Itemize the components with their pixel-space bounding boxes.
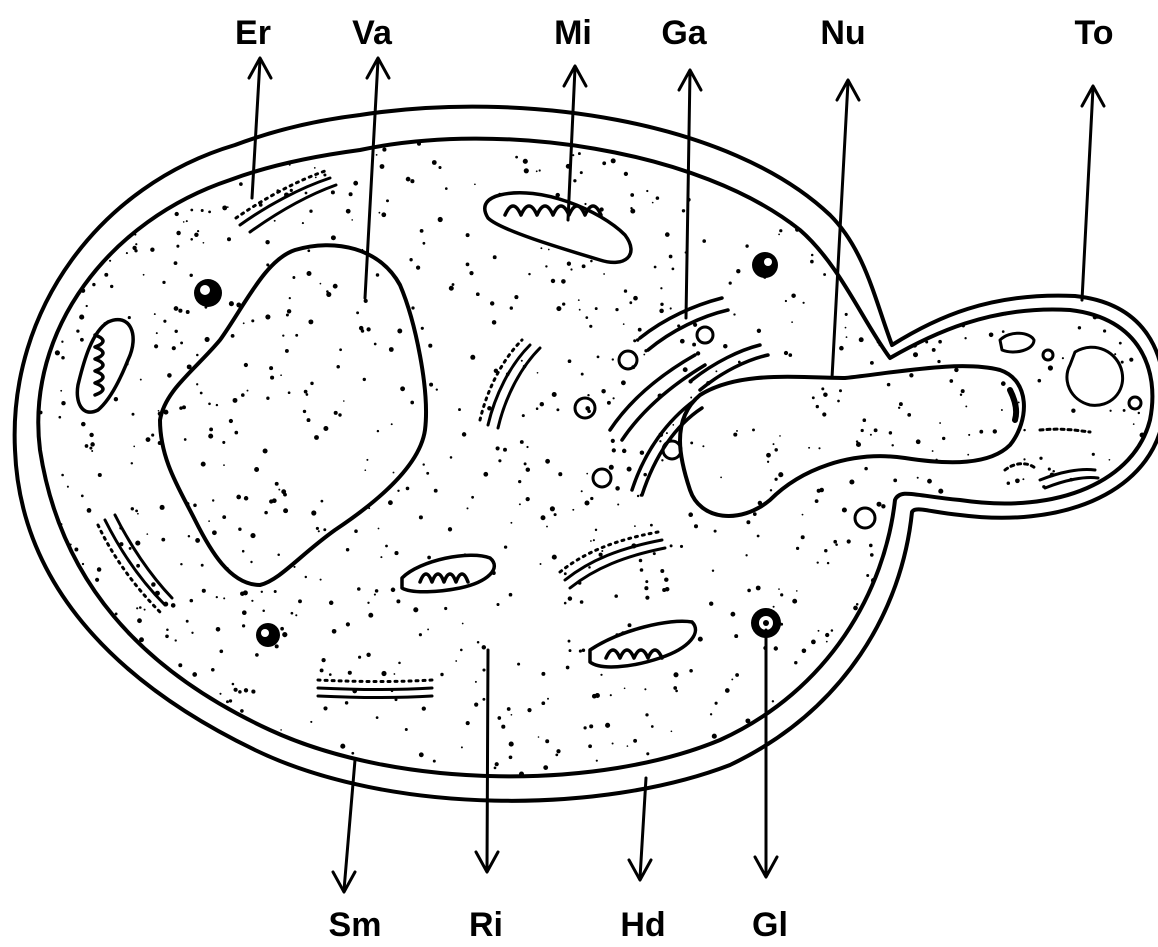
- lipid-granules: [194, 252, 778, 647]
- endoplasmic-reticulum: [318, 680, 432, 698]
- label-hd: Hd: [620, 906, 665, 944]
- endoplasmic-reticulum: [236, 170, 336, 232]
- label-ri: Ri: [469, 906, 503, 944]
- label-sm: Sm: [329, 906, 382, 944]
- label-gl: Gl: [752, 906, 788, 944]
- endoplasmic-reticulum: [560, 532, 665, 588]
- label-va: Va: [352, 14, 393, 52]
- golgi-apparatus: [610, 298, 768, 495]
- ri-pointer-arrow: [476, 650, 498, 872]
- ga-pointer-arrow: [679, 70, 701, 318]
- label-er: Er: [235, 14, 271, 52]
- mitochondrion: [402, 555, 494, 592]
- label-ga: Ga: [661, 14, 707, 52]
- gl-pointer-arrow: [755, 630, 777, 877]
- mitochondrion: [590, 621, 695, 667]
- hd-pointer-arrow: [629, 778, 651, 880]
- endoplasmic-reticulum: [480, 340, 540, 428]
- to-pointer-arrow: [1082, 86, 1104, 300]
- label-nu: Nu: [820, 14, 865, 52]
- nu-pointer-arrow: [832, 80, 859, 378]
- va-pointer-arrow: [365, 58, 389, 298]
- er-pointer-arrow: [249, 58, 271, 198]
- mitochondrion: [77, 320, 133, 413]
- nucleus: [680, 366, 1024, 516]
- label-to: To: [1074, 14, 1113, 52]
- mitochondrion: [485, 193, 631, 263]
- label-mi: Mi: [554, 14, 592, 52]
- bud-organelles: [1000, 333, 1141, 488]
- endoplasmic-reticulum: [98, 515, 172, 612]
